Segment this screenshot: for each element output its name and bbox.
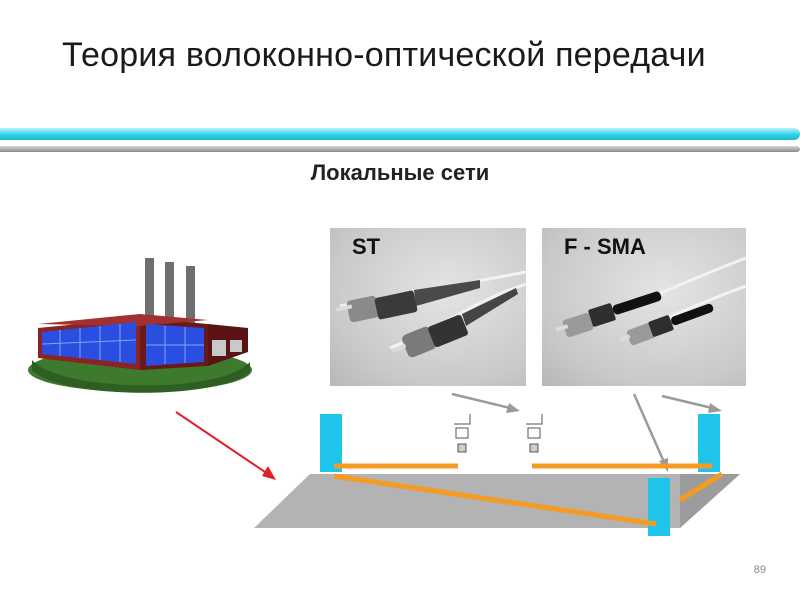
header-rule-cyan xyxy=(0,128,800,140)
header-rule-gray xyxy=(0,146,800,152)
fsma-label: F - SMA xyxy=(564,234,646,259)
st-connector-photo: ST xyxy=(330,228,526,386)
fsma-connector-photo: F - SMA xyxy=(542,228,746,386)
slide-subtitle: Локальные сети xyxy=(310,160,490,185)
factory-icon xyxy=(28,258,252,393)
network-devices xyxy=(454,414,543,453)
front-patch-panel xyxy=(648,478,670,536)
right-patch-panel xyxy=(698,414,720,472)
red-arrow xyxy=(175,411,276,480)
page-number: 89 xyxy=(753,564,766,576)
left-patch-panel xyxy=(320,414,342,472)
st-label: ST xyxy=(352,234,381,259)
slide-title: Теория волоконно-оптической передачи xyxy=(62,36,706,74)
fiber-cables xyxy=(333,463,724,527)
pointer-arrows xyxy=(451,392,722,472)
